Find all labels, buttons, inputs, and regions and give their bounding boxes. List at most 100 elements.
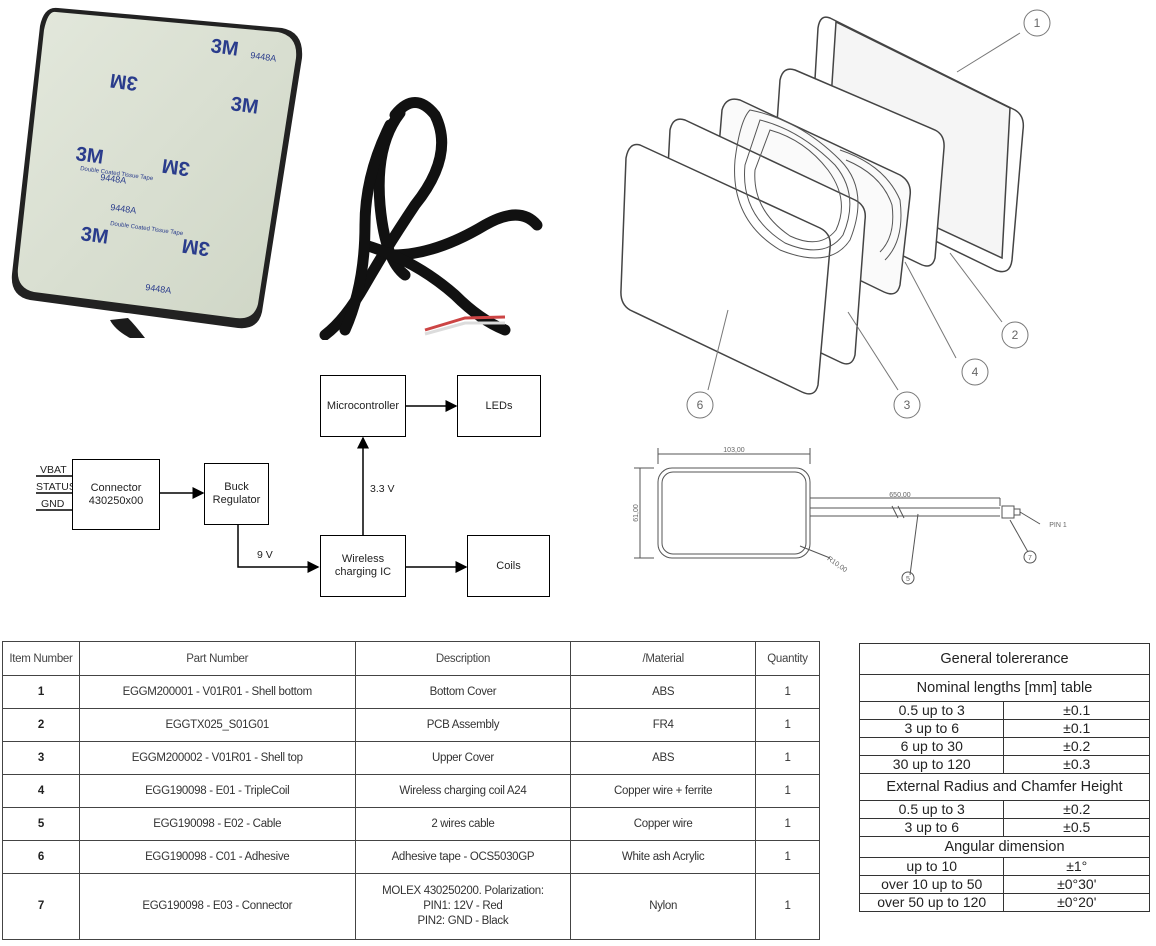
- part-number-cell: EGGM200002 - V01R01 - Shell top: [78, 741, 356, 775]
- svg-text:3M: 3M: [229, 93, 260, 119]
- table-row: 7 EGG190098 - E03 - Connector MOLEX 4302…: [2, 873, 820, 940]
- input-label-gnd: GND: [41, 498, 65, 510]
- item-number-cell: 3: [2, 741, 80, 775]
- column-header: /Material: [570, 641, 756, 676]
- tolerance-section-heading: External Radius and Chamfer Height: [859, 773, 1150, 801]
- svg-text:9448A: 9448A: [250, 50, 277, 64]
- svg-text:3M: 3M: [109, 69, 140, 95]
- tolerance-cell: ±1°: [1003, 857, 1150, 876]
- material-cell: FR4: [570, 708, 756, 742]
- item-number-cell: 5: [2, 807, 80, 841]
- material-cell: ABS: [570, 675, 756, 709]
- quantity-cell: 1: [755, 741, 820, 775]
- quantity-cell: 1: [755, 873, 820, 940]
- input-label-status: STATUS: [36, 481, 76, 493]
- column-header: Quantity: [755, 641, 820, 676]
- adhesive-pad-photo: 3M 3M 3M 3M 3M 3M 3M 9448A 9448A 9448A 9…: [11, 7, 303, 338]
- svg-text:6: 6: [697, 398, 704, 412]
- dimension-drawing: 103,00 61,00 650,00 R10,00 PIN 1 5 7: [633, 447, 1067, 585]
- table-header-row: Item Number Part Number Description /Mat…: [2, 641, 820, 676]
- svg-text:9448A: 9448A: [100, 172, 127, 186]
- quantity-cell: 1: [755, 807, 820, 841]
- part-number-cell: EGG190098 - E02 - Cable: [78, 807, 356, 841]
- range-cell: up to 10: [858, 857, 1005, 876]
- range-cell: 0.5 up to 3: [858, 800, 1005, 819]
- voltage-3v3-label: 3.3 V: [370, 483, 395, 495]
- table-row: 4 EGG190098 - E01 - TripleCoil Wireless …: [2, 774, 820, 808]
- table-row: 6 EGG190098 - C01 - Adhesive Adhesive ta…: [2, 840, 820, 874]
- quantity-cell: 1: [755, 774, 820, 808]
- part-number-cell: EGG190098 - E01 - TripleCoil: [78, 774, 356, 808]
- svg-text:103,00: 103,00: [723, 447, 745, 454]
- column-header: Part Number: [78, 641, 356, 676]
- voltage-9v-label: 9 V: [257, 549, 273, 561]
- tolerance-section-heading: Nominal lengths [mm] table: [859, 674, 1150, 702]
- tolerance-cell: ±0.2: [1003, 800, 1150, 819]
- material-cell: Nylon: [570, 873, 756, 940]
- item-number-cell: 6: [2, 840, 80, 874]
- buck-regulator-block: Buck Regulator: [204, 463, 269, 525]
- item-number-cell: 2: [2, 708, 80, 742]
- table-row: 5 EGG190098 - E02 - Cable 2 wires cable …: [2, 807, 820, 841]
- svg-text:4: 4: [972, 365, 979, 379]
- svg-text:3M: 3M: [161, 154, 192, 180]
- tolerance-row: 3 up to 6±0.1: [858, 719, 1150, 738]
- quantity-cell: 1: [755, 675, 820, 709]
- range-cell: 0.5 up to 3: [858, 701, 1005, 720]
- column-header: Item Number: [2, 641, 80, 676]
- wireless-charging-ic-block: Wireless charging IC: [320, 535, 406, 597]
- description-line: PIN2: GND - Black: [417, 915, 509, 927]
- table-row: 1 EGGM200001 - V01R01 - Shell bottom Bot…: [2, 675, 820, 709]
- tolerance-title: General tolererance: [859, 643, 1150, 675]
- input-label-vbat: VBAT: [40, 464, 67, 476]
- tolerance-table: General tolererance Nominal lengths [mm]…: [858, 643, 1150, 912]
- part-number-cell: EGG190098 - C01 - Adhesive: [78, 840, 356, 874]
- block-diagram-wires: [36, 400, 468, 573]
- svg-text:5: 5: [906, 576, 910, 583]
- part-number-cell: EGGM200001 - V01R01 - Shell bottom: [78, 675, 356, 709]
- svg-text:R10,00: R10,00: [826, 555, 849, 574]
- material-cell: Copper wire + ferrite: [570, 774, 756, 808]
- tolerance-section-heading: Angular dimension: [859, 836, 1150, 858]
- svg-text:3M: 3M: [181, 234, 212, 260]
- description-line: PIN1: 12V - Red: [423, 900, 503, 912]
- description-cell: PCB Assembly: [354, 708, 572, 742]
- item-number-cell: 1: [2, 675, 80, 709]
- tolerance-cell: ±0°20': [1003, 893, 1150, 912]
- quantity-cell: 1: [755, 840, 820, 874]
- item-number-cell: 4: [2, 774, 80, 808]
- table-row: 2 EGGTX025_S01G01 PCB Assembly FR4 1: [2, 708, 820, 742]
- material-cell: Copper wire: [570, 807, 756, 841]
- description-cell: MOLEX 430250200. Polarization: PIN1: 12V…: [354, 873, 572, 940]
- leds-block: LEDs: [457, 375, 541, 437]
- quantity-cell: 1: [755, 708, 820, 742]
- tolerance-cell: ±0.1: [1003, 719, 1150, 738]
- tolerance-row: over 10 up to 50±0°30': [858, 875, 1150, 894]
- parts-table: Item Number Part Number Description /Mat…: [2, 641, 820, 940]
- tolerance-cell: ±0°30': [1003, 875, 1150, 894]
- svg-text:3M: 3M: [209, 35, 240, 61]
- table-row: 3 EGGM200002 - V01R01 - Shell top Upper …: [2, 741, 820, 775]
- svg-text:7: 7: [1028, 555, 1032, 562]
- range-cell: over 50 up to 120: [858, 893, 1005, 912]
- range-cell: 3 up to 6: [858, 719, 1005, 738]
- material-cell: ABS: [570, 741, 756, 775]
- svg-text:1: 1: [1034, 16, 1041, 30]
- svg-text:650,00: 650,00: [889, 492, 911, 499]
- range-cell: 3 up to 6: [858, 818, 1005, 837]
- description-cell: Upper Cover: [354, 741, 572, 775]
- tolerance-row: 30 up to 120±0.3: [858, 755, 1150, 774]
- description-cell: Adhesive tape - OCS5030GP: [354, 840, 572, 874]
- range-cell: 30 up to 120: [858, 755, 1005, 774]
- svg-text:PIN 1: PIN 1: [1049, 522, 1067, 529]
- part-number-cell: EGGTX025_S01G01: [78, 708, 356, 742]
- part-number-cell: EGG190098 - E03 - Connector: [78, 873, 356, 940]
- tolerance-row: 0.5 up to 3±0.2: [858, 800, 1150, 819]
- tolerance-row: 0.5 up to 3±0.1: [858, 701, 1150, 720]
- tolerance-cell: ±0.1: [1003, 701, 1150, 720]
- svg-text:3M: 3M: [74, 143, 105, 169]
- microcontroller-block: Microcontroller: [320, 375, 406, 437]
- tolerance-row: over 50 up to 120±0°20': [858, 893, 1150, 912]
- item-number-cell: 7: [2, 873, 80, 940]
- svg-text:3: 3: [904, 398, 911, 412]
